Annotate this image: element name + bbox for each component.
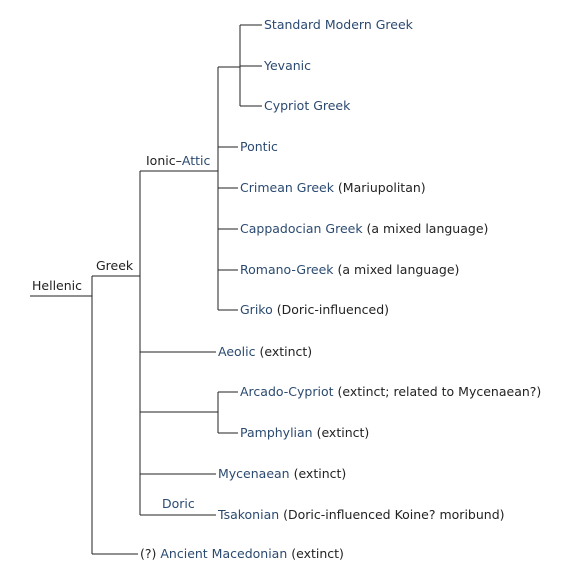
node-romano-greek: Romano-Greek (a mixed language) [240,262,459,278]
romano-note: (a mixed language) [333,262,460,277]
node-greek: Greek [96,258,134,273]
mycenaean-link[interactable]: Mycenaean [218,466,290,481]
romano-link[interactable]: Romano-Greek [240,262,334,277]
mycenaean-note: (extinct) [289,466,347,481]
arcado-link[interactable]: Arcado-Cypriot [240,384,334,399]
node-hellenic: Hellenic [32,278,82,293]
node-ionic-attic: Ionic–Attic [146,153,210,169]
griko-link[interactable]: Griko [240,302,273,317]
aeolic-note: (extinct) [255,344,313,359]
node-pamphylian: Pamphylian (extinct) [240,425,369,441]
node-crimean-greek: Crimean Greek (Mariupolitan) [240,180,426,196]
tsakonian-note: (Doric-influenced Koine? moribund) [279,507,505,522]
ionic-prefix: Ionic– [146,153,182,168]
griko-note: (Doric-influenced) [272,302,390,317]
node-aeolic: Aeolic (extinct) [218,344,312,360]
tsakonian-link[interactable]: Tsakonian [218,507,280,522]
node-griko: Griko (Doric-influenced) [240,302,389,318]
node-ancient-macedonian: (?) Ancient Macedonian (extinct) [140,546,344,562]
node-mycenaean: Mycenaean (extinct) [218,466,346,482]
node-pontic[interactable]: Pontic [240,139,278,154]
pamphylian-link[interactable]: Pamphylian [240,425,313,440]
macedonian-link[interactable]: Ancient Macedonian [160,546,288,561]
node-doric[interactable]: Doric [162,496,195,511]
arcado-note: (extinct; related to Mycenaean?) [333,384,542,399]
node-yevanic[interactable]: Yevanic [264,58,311,73]
node-tsakonian: Tsakonian (Doric-influenced Koine? morib… [218,507,505,523]
node-arcado-cypriot: Arcado-Cypriot (extinct; related to Myce… [240,384,541,400]
crimean-note: (Mariupolitan) [333,180,426,195]
cappadocian-link[interactable]: Cappadocian Greek [240,221,363,236]
cappadocian-note: (a mixed language) [362,221,489,236]
node-standard-modern-greek[interactable]: Standard Modern Greek [264,17,413,32]
macedonian-note: (extinct) [287,546,344,561]
node-cappadocian-greek: Cappadocian Greek (a mixed language) [240,221,488,237]
macedonian-prefix: (?) [140,546,161,561]
crimean-link[interactable]: Crimean Greek [240,180,334,195]
attic-link[interactable]: Attic [181,153,211,168]
aeolic-link[interactable]: Aeolic [218,344,256,359]
node-cypriot-greek[interactable]: Cypriot Greek [264,98,351,113]
pamphylian-note: (extinct) [312,425,370,440]
